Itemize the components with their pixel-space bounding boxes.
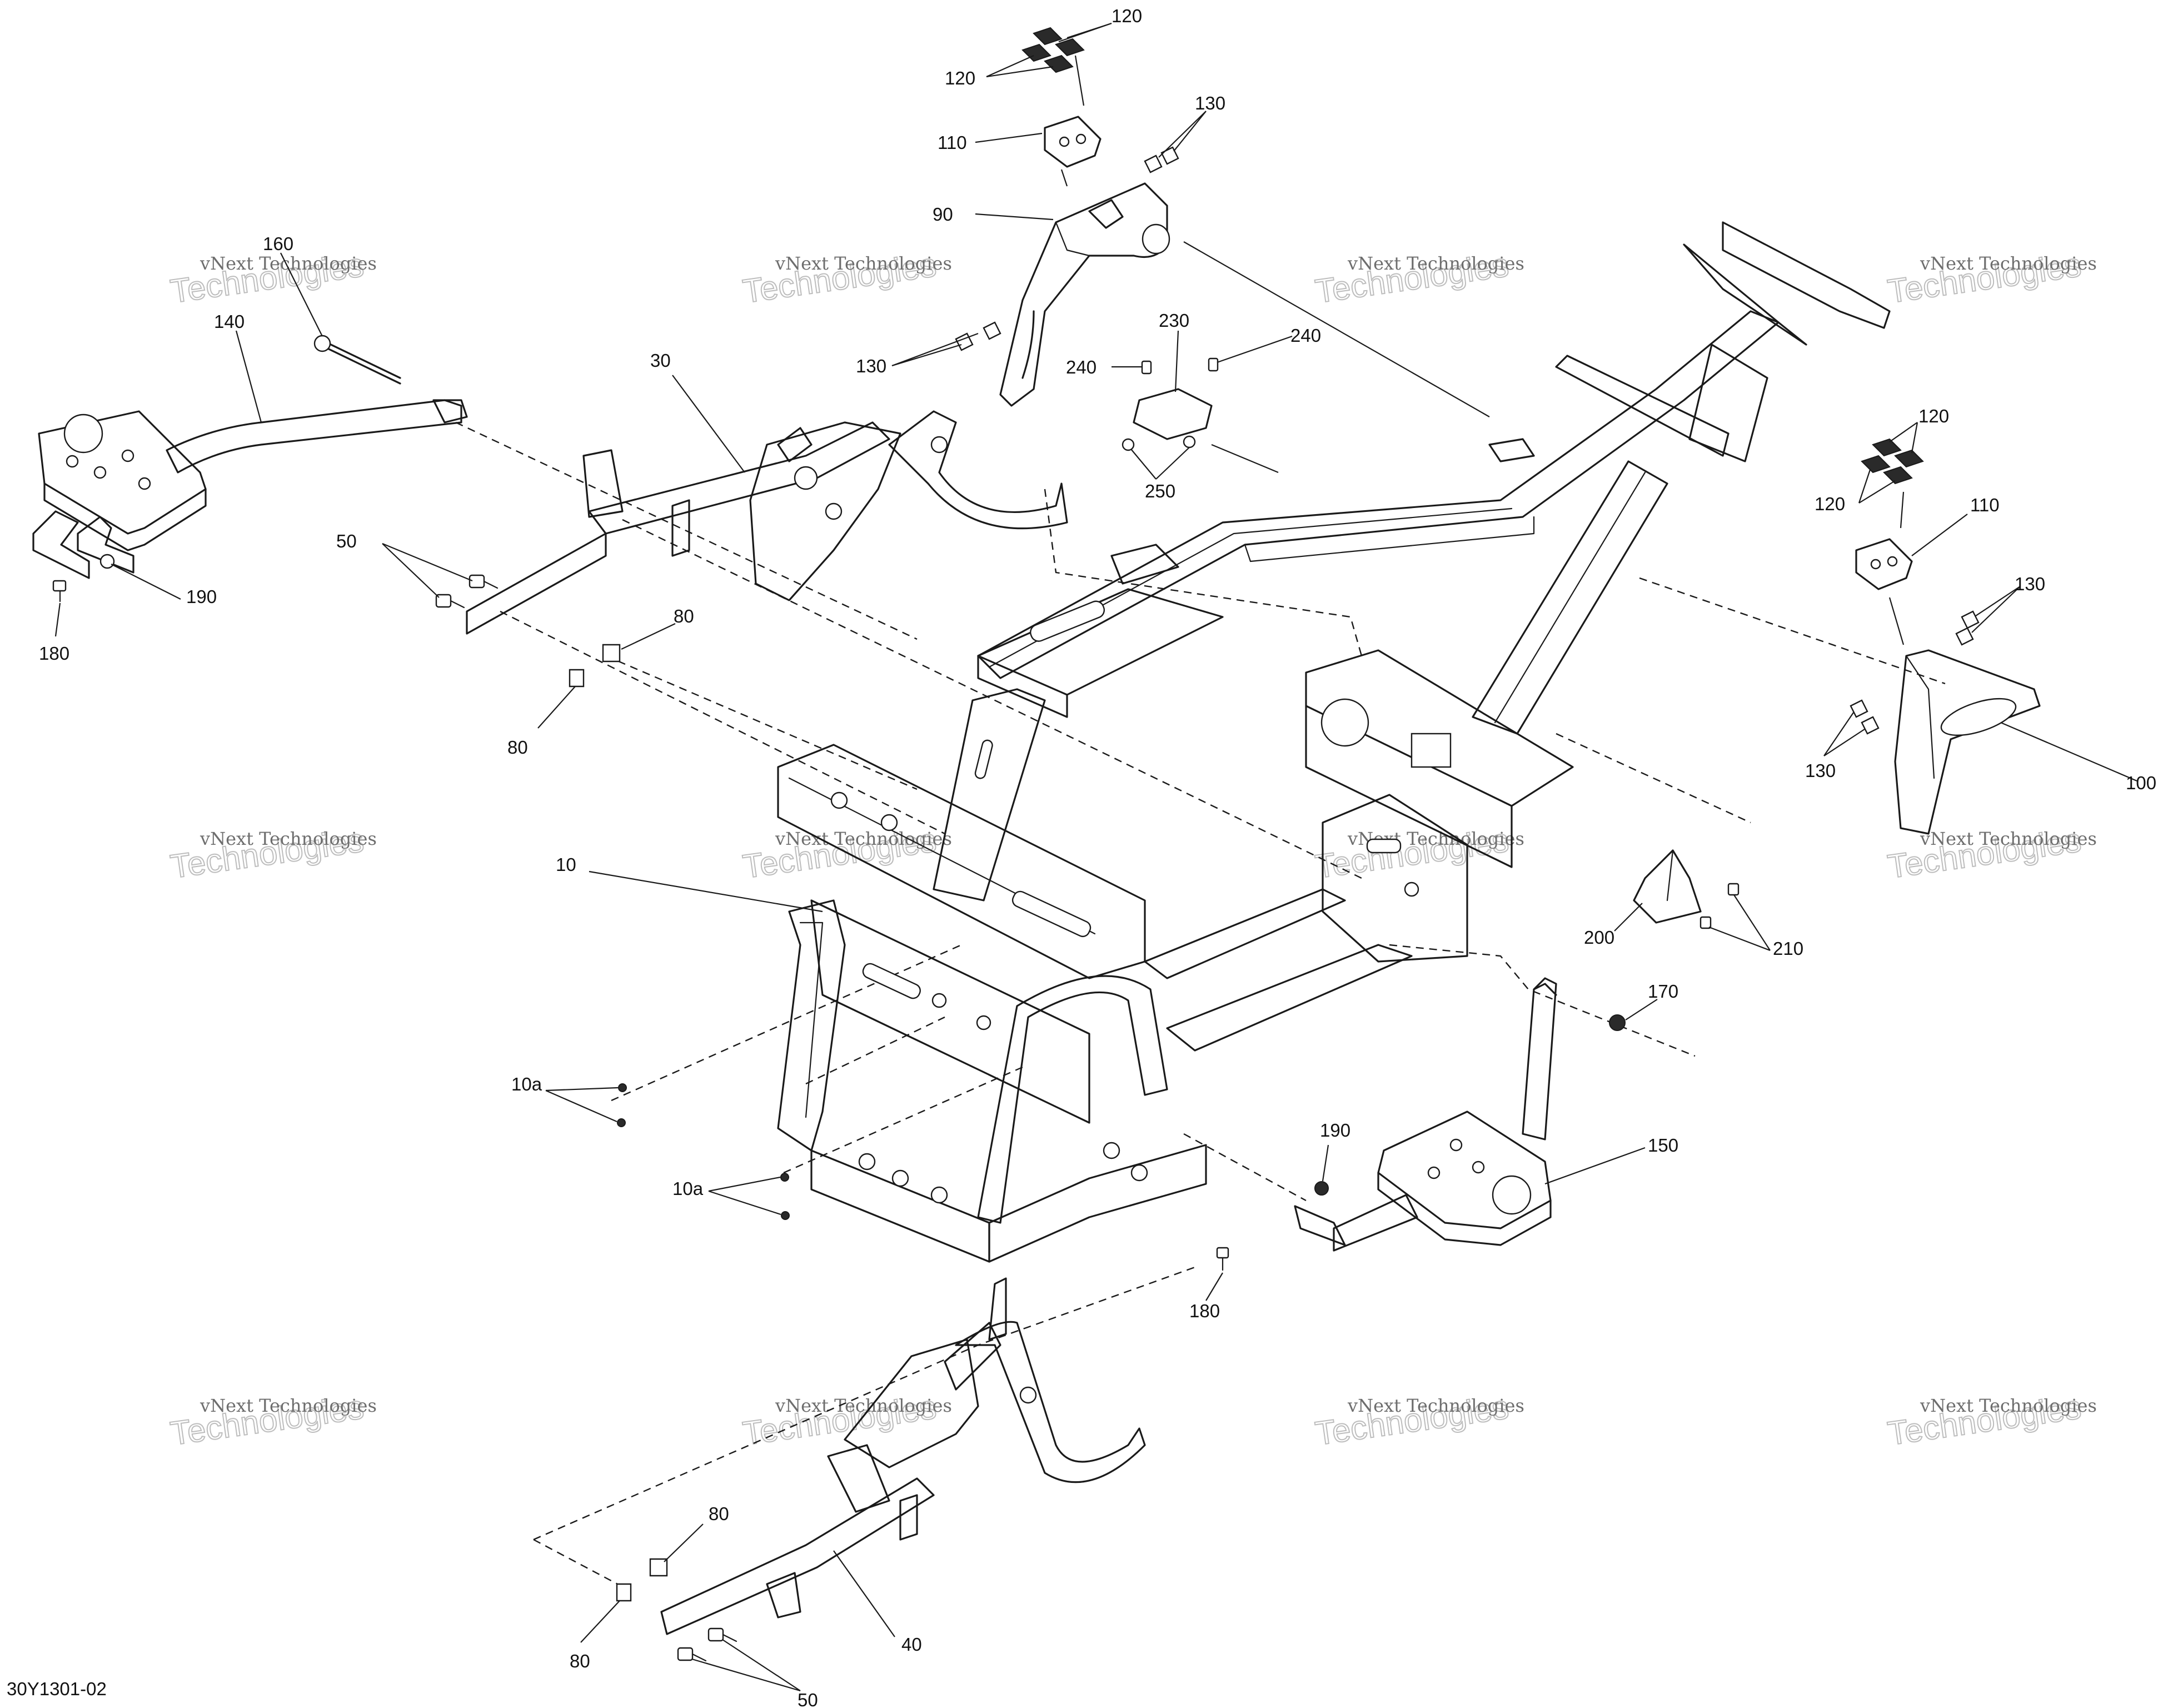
watermark-text-small: vNext Technologies <box>200 1395 377 1416</box>
callout-10a-right: 10a <box>672 1178 704 1199</box>
callout-10a-left: 10a <box>511 1074 542 1094</box>
watermark-text-small: vNext Technologies <box>1920 253 2097 274</box>
part-200 <box>1633 849 1702 924</box>
fastener-80-lower <box>616 1558 668 1602</box>
assembly-dashed-lines <box>455 421 1946 1591</box>
callout-90: 90 <box>933 204 953 225</box>
watermark-bottom-center: Technologies vNext Technologies <box>740 1388 952 1453</box>
part-150 <box>1294 977 1557 1252</box>
callout-240-left: 240 <box>1066 357 1097 377</box>
fastener-240-250 <box>1122 357 1219 451</box>
callout-130-left: 130 <box>856 356 886 376</box>
watermark-bottom-mid-right: Technologies vNext Technologies <box>1312 1388 1524 1453</box>
watermark-top-left: Technologies vNext Technologies <box>167 246 377 311</box>
callout-130-right-lower: 130 <box>1805 760 1836 781</box>
callout-120-top-left: 120 <box>945 68 975 88</box>
callout-10: 10 <box>556 854 576 875</box>
callout-80-lower-right: 80 <box>709 1503 729 1524</box>
part-230 <box>1133 388 1213 440</box>
callout-210: 210 <box>1773 938 1803 959</box>
watermark-text-small: vNext Technologies <box>200 828 377 849</box>
callout-120-right-top: 120 <box>1918 406 1949 426</box>
watermark-text-small: vNext Technologies <box>1920 828 2097 849</box>
watermark-bottom-left: Technologies vNext Technologies <box>167 1388 377 1453</box>
watermark-text-small: vNext Technologies <box>1347 1395 1524 1416</box>
part-110-right <box>1855 538 1913 590</box>
callout-230: 230 <box>1159 310 1189 331</box>
fastener-10a <box>617 1083 790 1220</box>
fastener-130-right <box>1850 610 1980 735</box>
fastener-160-bolt <box>313 335 401 385</box>
watermark-mid-left: Technologies vNext Technologies <box>167 821 377 886</box>
fastener-210 <box>1699 883 1740 929</box>
part-120-right-pads <box>1861 438 1924 485</box>
part-90 <box>999 182 1170 407</box>
callout-100: 100 <box>2126 773 2156 793</box>
watermark-group: Technologies vNext Technologies Technolo… <box>167 246 2097 1453</box>
callout-120-top-right: 120 <box>1112 6 1142 26</box>
fastener-190-right <box>1314 1181 1329 1196</box>
fastener-190-left <box>99 554 115 569</box>
watermark-top-right: Technologies vNext Technologies <box>1885 246 2097 311</box>
part-120-upper-pads <box>1021 27 1085 73</box>
callout-labels: 120 120 110 130 90 160 140 130 30 230 24… <box>39 6 2156 1708</box>
watermark-text-small: vNext Technologies <box>775 828 952 849</box>
callout-130-top: 130 <box>1195 93 1225 113</box>
callout-110-right: 110 <box>1970 495 2000 515</box>
callout-180-right: 180 <box>1189 1301 1220 1321</box>
callout-150: 150 <box>1648 1135 1678 1156</box>
callout-50-upper: 50 <box>336 531 357 551</box>
fastener-50-lower <box>677 1627 737 1662</box>
watermark-text-small: vNext Technologies <box>200 253 377 274</box>
fastener-180-left <box>52 580 67 602</box>
callout-250: 250 <box>1145 481 1175 501</box>
part-110-upper <box>1044 116 1102 168</box>
watermark-text-small: vNext Technologies <box>775 253 952 274</box>
callout-30: 30 <box>650 350 671 371</box>
callout-180-left: 180 <box>39 643 69 664</box>
callout-120-right-left: 120 <box>1815 494 1845 514</box>
callout-170: 170 <box>1648 981 1678 1002</box>
callout-40: 40 <box>901 1634 922 1655</box>
watermark-bottom-right: Technologies vNext Technologies <box>1885 1388 2097 1453</box>
drawing-code-label: 30Y1301-02 <box>7 1679 107 1699</box>
callout-110-top: 110 <box>938 132 967 153</box>
watermark-text-small: vNext Technologies <box>775 1395 952 1416</box>
fastener-50-upper <box>435 574 499 609</box>
callout-50-lower: 50 <box>798 1690 818 1708</box>
callout-80-upper-left: 80 <box>507 737 528 758</box>
fastener-180-right <box>1216 1247 1229 1271</box>
callout-80-lower-left: 80 <box>570 1651 590 1671</box>
fastener-80-upper <box>569 644 621 688</box>
part-30 <box>466 410 1068 635</box>
callout-200: 200 <box>1584 927 1614 948</box>
watermark-top-mid-right: Technologies vNext Technologies <box>1312 246 1524 311</box>
callout-80-upper-right: 80 <box>674 606 694 626</box>
main-frame-part-10 <box>777 221 1891 1263</box>
watermark-text-small: vNext Technologies <box>1347 253 1524 274</box>
part-140 <box>32 399 468 579</box>
watermark-top-center: Technologies vNext Technologies <box>740 246 952 311</box>
fastener-170 <box>1609 1014 1626 1031</box>
part-100 <box>1894 649 2041 835</box>
callout-190-left: 190 <box>186 586 217 607</box>
callout-190-right: 190 <box>1320 1120 1350 1141</box>
callout-160: 160 <box>263 233 293 254</box>
watermark-mid-mid-right: Technologies vNext Technologies <box>1312 821 1524 886</box>
part-40 <box>660 1277 1146 1635</box>
callout-130-right-upper: 130 <box>2015 574 2045 594</box>
callout-240-right: 240 <box>1290 325 1321 346</box>
leader-lines <box>54 22 2137 1692</box>
watermark-text-small: vNext Technologies <box>1920 1395 2097 1416</box>
callout-140: 140 <box>214 311 245 332</box>
